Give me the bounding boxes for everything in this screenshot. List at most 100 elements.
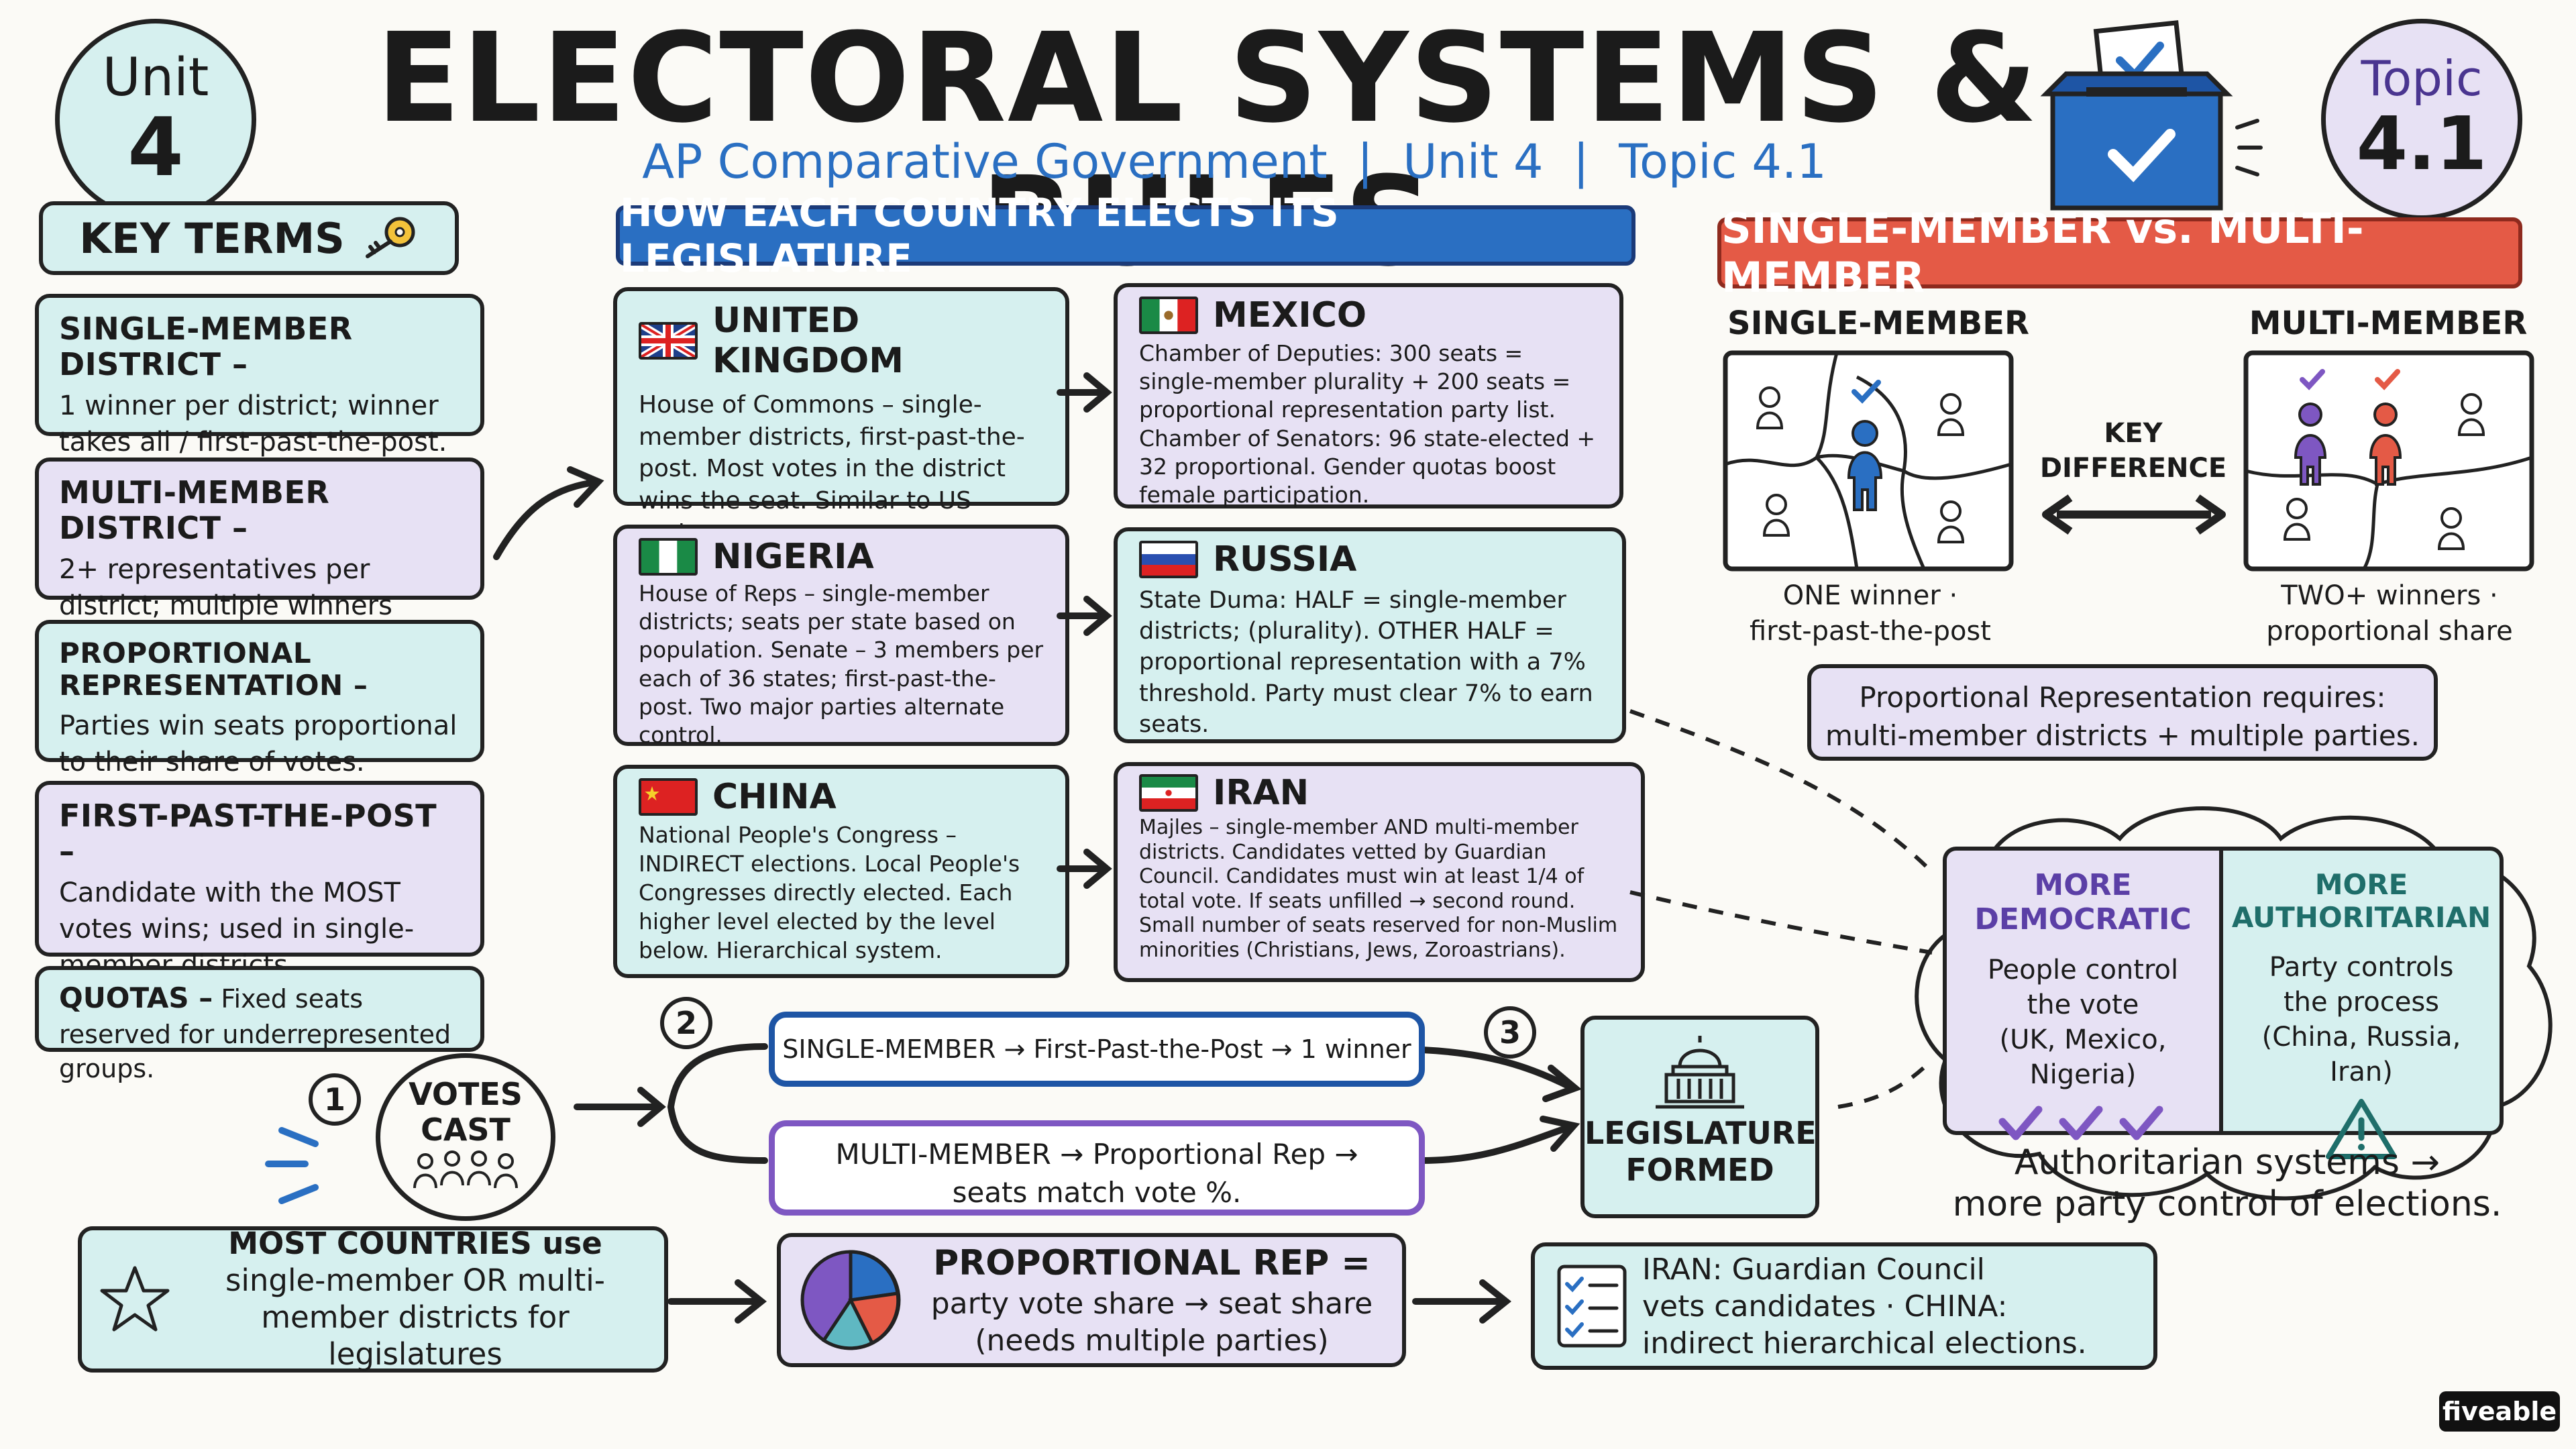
check-marks-icon [1998,1106,2163,1140]
more-authoritarian-panel: MORE AUTHORITARIAN Party controls the pr… [2219,847,2504,1159]
note-line: Proportional Representation requires: [1859,681,2386,714]
caption-line: ONE winner · [1782,580,1958,611]
panel-line: (China, Russia, [2261,1022,2461,1053]
panel-line: Nigeria) [2029,1059,2137,1090]
comparison-heading-label: SINGLE-MEMBER vs. MULTI-MEMBER [1721,204,2364,302]
country-name: NIGERIA [712,537,874,577]
path-text: seats match vote %. [952,1175,1242,1209]
panel-title: MORE DEMOCRATIC [1974,868,2192,936]
path-text: SINGLE-MEMBER → First-Past-the-Post → 1 … [782,1034,1411,1064]
country-title-china: CHINA [639,777,1044,817]
key-term-title: FIRST-PAST-THE-POST – [59,798,437,869]
key-terms-heading-label: KEY TERMS [79,213,345,263]
unit-badge-number: 4 [127,101,184,195]
iran-china-summary-box: IRAN: Guardian Council vets candidates ·… [1531,1242,2157,1370]
country-card-uk: UNITED KINGDOM House of Commons – single… [613,287,1069,546]
country-title-uk: UNITED KINGDOM [639,301,1044,381]
panel-line: Iran) [2330,1057,2393,1087]
key-term-title: QUOTAS – [59,981,213,1014]
pie-chart-icon [800,1250,901,1350]
country-desc: Majles – single-member AND multi-member … [1139,816,1618,962]
country-desc: Chamber of Deputies: 300 seats = single-… [1139,340,1596,508]
star-icon [100,1266,170,1332]
country-title-nigeria: NIGERIA [639,537,1044,577]
thought-cloud-outline [1915,806,2553,1201]
node-line: FORMED [1625,1152,1774,1189]
warning-icon [2326,1099,2397,1159]
caption-line: TWO+ winners · [2281,580,2498,611]
countries-heading-label: HOW EACH COUNTRY ELECTS ITS LEGISLATURE [620,190,1339,281]
text-line: (needs multiple parties) [975,1323,1329,1358]
key-term-single-member: SINGLE-MEMBER DISTRICT – 1 winner per di… [35,294,484,458]
panel-line: the process [2283,987,2440,1018]
page-subtitle: AP Comparative Government | Unit 4 | Top… [642,134,1827,189]
more-democratic-panel: MORE DEMOCRATIC People control the vote … [1943,847,2219,1140]
country-desc: State Duma: HALF = single-member distric… [1139,587,1593,738]
country-name: IRAN [1213,773,1309,813]
single-member-caption: ONE winner · first-past-the-post [1723,578,2018,649]
capitol-icon [1656,1036,1744,1109]
countries-heading: HOW EACH COUNTRY ELECTS ITS LEGISLATURE [616,190,1635,281]
text-line: MOST COUNTRIES use [228,1226,602,1262]
key-term-title: MULTI-MEMBER DISTRICT – [59,474,330,546]
caption-line: first-past-the-post [1750,615,1991,647]
uk-flag-icon [639,322,698,360]
country-name: RUSSIA [1213,539,1357,580]
single-member-path-box: SINGLE-MEMBER → First-Past-the-Post → 1 … [769,1012,1425,1087]
country-name: UNITED KINGDOM [712,301,904,381]
votes-cast-node: VOTES CAST [376,1053,555,1221]
text-line: vets candidates · CHINA: [1642,1289,2008,1324]
multi-member-label: MULTI-MEMBER [2249,305,2528,342]
country-desc: National People's Congress – INDIRECT el… [639,822,1020,963]
key-term-desc: 1 winner per district; winner takes all … [59,390,447,458]
text-line: party vote share → seat share [930,1286,1373,1321]
voters-icon [413,1150,518,1188]
country-desc: House of Commons – single-member distric… [639,391,1025,546]
country-title-russia: RUSSIA [1139,539,1601,580]
unit-badge: Unit 4 [55,19,256,220]
topic-badge-label: Topic [2361,50,2483,107]
key-icon [365,217,415,258]
country-card-nigeria: NIGERIA House of Reps – single-member di… [613,525,1069,749]
nigeria-flag-icon [639,538,698,576]
node-line: LEGISLATURE [1585,1115,1817,1151]
key-term-title: PROPORTIONAL REPRESENTATION – [59,637,368,702]
text-line: single-member OR multi- [225,1263,606,1299]
key-term-fptp: FIRST-PAST-THE-POST – Candidate with the… [35,781,484,981]
key-term-desc: Parties win seats proportional to their … [59,710,458,777]
country-name: CHINA [712,777,837,817]
key-term-proportional: PROPORTIONAL REPRESENTATION – Parties wi… [35,620,484,777]
caption-line: Authoritarian systems → [2014,1142,2440,1183]
panel-line: People control [1987,955,2179,985]
most-countries-text: MOST COUNTRIES use single-member OR mult… [182,1226,648,1373]
key-term-quotas-text: QUOTAS – Fixed seats reserved for underr… [59,979,460,1086]
authoritarian-caption: Authoritarian systems → more party contr… [1925,1142,2529,1226]
most-countries-box: MOST COUNTRIES use single-member OR mult… [78,1226,668,1373]
text-line: indirect hierarchical elections. [1642,1326,2087,1360]
iran-flag-icon [1139,774,1198,812]
russia-flag-icon [1139,541,1198,578]
panel-line: Party controls [2269,952,2454,983]
caption-line: more party control of elections. [1952,1184,2502,1225]
note-line: multi-member districts + multiple partie… [1825,718,2420,752]
country-name: MEXICO [1213,295,1367,335]
iran-china-text: IRAN: Guardian Council vets candidates ·… [1642,1251,2133,1362]
step-1-badge: 1 [309,1073,361,1126]
country-card-mexico: MEXICO Chamber of Deputies: 300 seats = … [1114,283,1623,508]
double-arrow-icon [2042,494,2226,535]
caption-line: proportional share [2266,615,2513,647]
country-desc: House of Reps – single-member districts;… [639,580,1044,749]
node-line: CAST [421,1111,511,1148]
panel-line: the vote [2027,989,2139,1020]
panel-line: (UK, Mexico, [1999,1024,2167,1055]
comparison-heading: SINGLE-MEMBER vs. MULTI-MEMBER [1717,204,2522,302]
ballot-box-icon [2040,20,2263,211]
key-difference-text: KEY DIFFERENCE [2039,418,2227,484]
panel-title: MORE AUTHORITARIAN [2231,868,2491,934]
text-line: IRAN: Guardian Council [1642,1252,1985,1287]
key-term-desc: Fixed seats reserved for underrepresente… [59,984,451,1083]
text-line: member districts for legislatures [261,1299,570,1372]
key-term-title: SINGLE-MEMBER DISTRICT – [59,311,353,382]
key-term-quotas: QUOTAS – Fixed seats reserved for underr… [35,966,484,1083]
